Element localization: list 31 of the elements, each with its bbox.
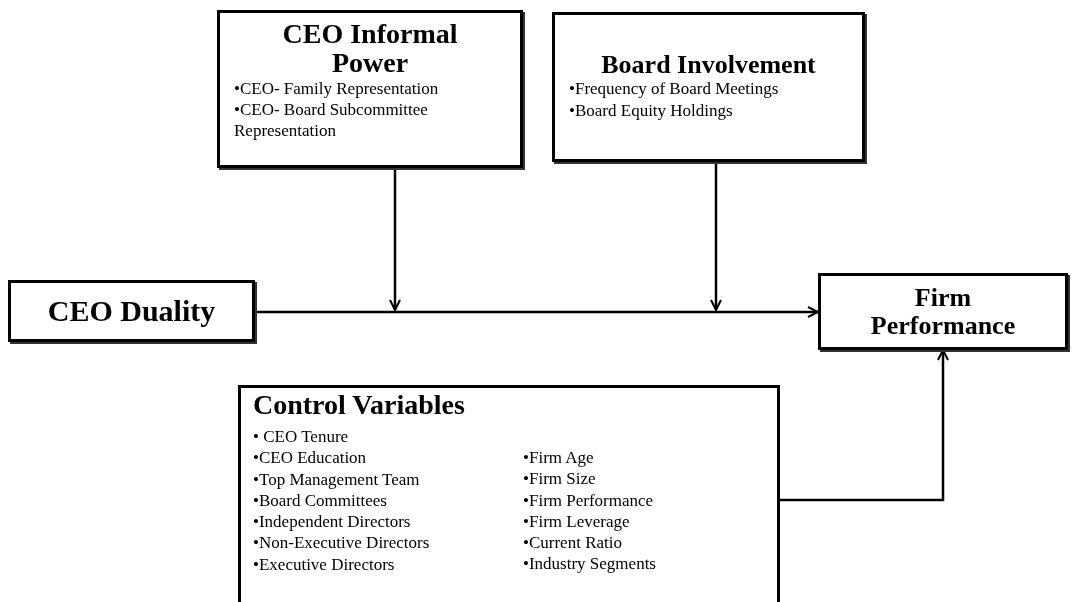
arrow: [780, 349, 949, 502]
list-item: •Board Committees: [253, 489, 388, 511]
list-item: • CEO Tenure: [253, 426, 350, 448]
list-item: •Non-Executive Directors: [253, 532, 430, 554]
list-item: •Current Ratio: [523, 532, 623, 554]
list-item: •Industry Segments: [523, 553, 656, 575]
variable-box: [238, 385, 780, 602]
list-item: •Board Equity Holdings: [569, 99, 734, 121]
list-item: •Firm Leverage: [523, 510, 631, 532]
list-item: •Top Management Team: [253, 468, 421, 490]
variable-box: [8, 280, 255, 342]
variable-box: [818, 273, 1068, 350]
arrow: [710, 162, 722, 311]
list-item: •Firm Age: [523, 447, 595, 469]
list-item: •Executive Directors: [253, 553, 396, 575]
box-heading: CEO Duality: [47, 295, 216, 327]
list-item: •Independent Directors: [253, 511, 412, 533]
list-item: •CEO- Family Representation: [234, 77, 440, 100]
box-heading: CEO Informal Power: [281, 19, 459, 78]
box-heading: Board Involvement: [600, 51, 817, 79]
arrow: [255, 306, 819, 318]
variable-box: [552, 12, 865, 162]
list-item: •Frequency of Board Meetings: [569, 78, 780, 100]
box-heading: Control Variables: [253, 390, 466, 420]
box-heading: Firm Performance: [869, 284, 1017, 339]
variable-box: [217, 10, 523, 168]
list-item: •CEO- Board Subcommittee Representation: [234, 99, 429, 142]
arrow: [389, 168, 401, 311]
list-item: •CEO Education: [253, 447, 368, 469]
list-item: •Firm Performance: [523, 489, 655, 511]
list-item: •Firm Size: [523, 468, 597, 490]
